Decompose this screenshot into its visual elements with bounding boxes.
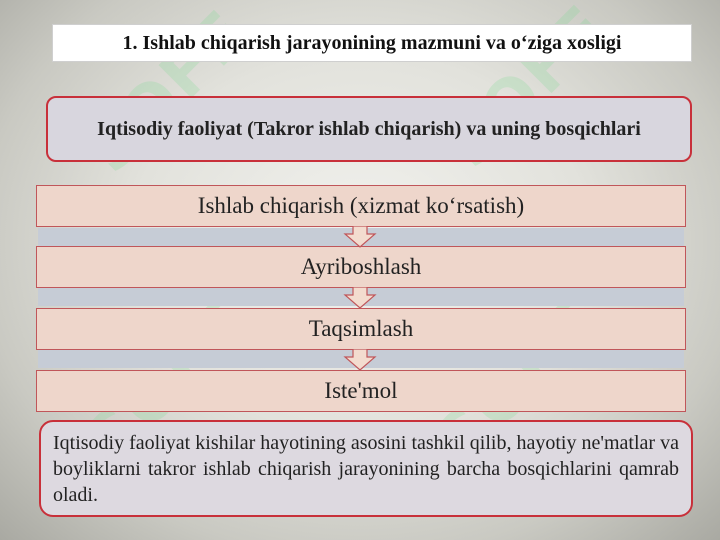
down-arrow-icon — [343, 287, 377, 309]
down-arrow-icon — [343, 226, 377, 248]
stage-consumption: Iste'mol — [36, 370, 686, 412]
stage-distribution: Taqsimlash — [36, 308, 686, 350]
stage-production: Ishlab chiqarish (xizmat ko‘rsatish) — [36, 185, 686, 227]
down-arrow-icon — [343, 349, 377, 371]
description-text: Iqtisodiy faoliyat kishilar hayotining a… — [39, 420, 693, 517]
slide-title: 1. Ishlab chiqarish jarayonining mazmuni… — [52, 24, 692, 62]
section-heading: Iqtisodiy faoliyat (Takror ishlab chiqar… — [46, 96, 692, 162]
stage-exchange: Ayriboshlash — [36, 246, 686, 288]
